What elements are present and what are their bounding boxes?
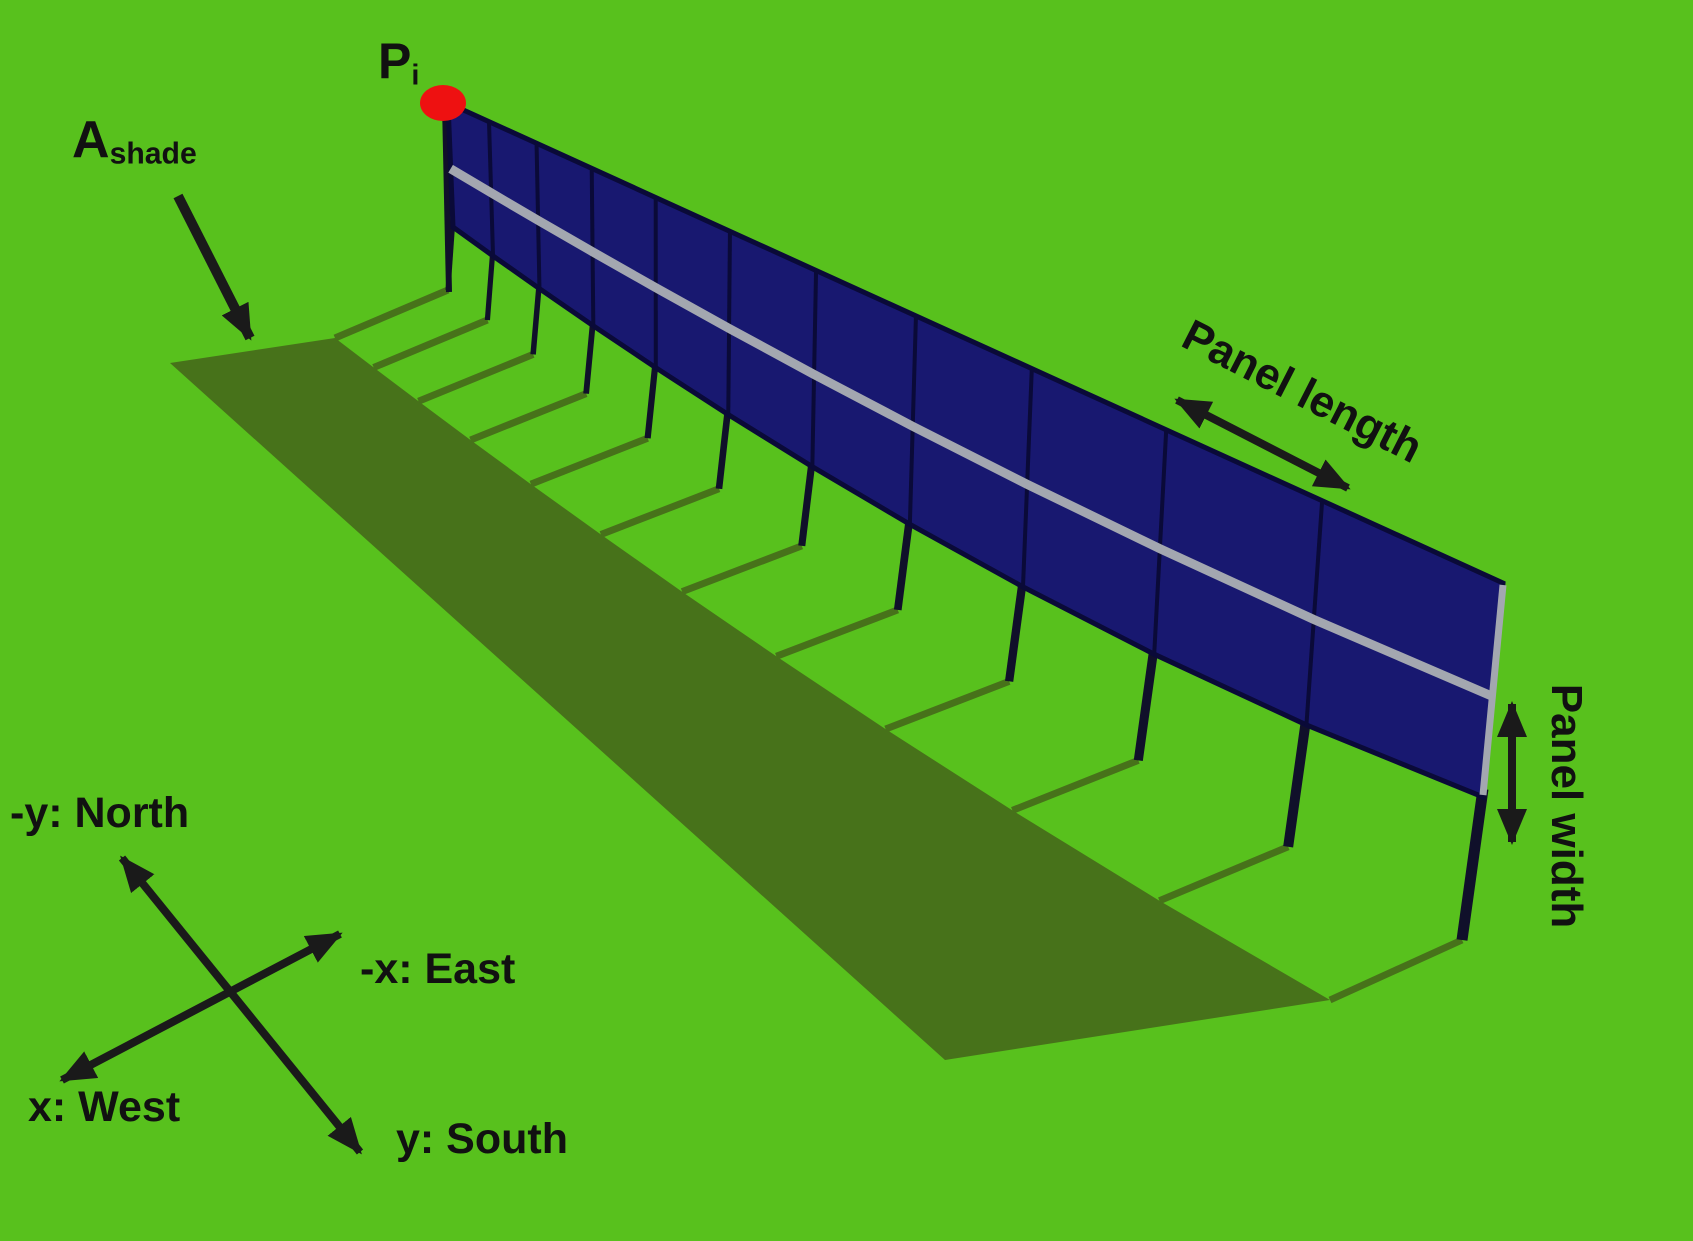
support-post: [798, 458, 816, 547]
panel-divider: [907, 315, 918, 525]
shade-pointer-arrow: [173, 193, 255, 341]
panel-length-arrow: [1174, 396, 1351, 492]
post-shadow: [372, 316, 489, 371]
label-point-pi: Pi: [378, 36, 419, 90]
panel-mid-rail: [448, 164, 1495, 701]
support-post: [1133, 645, 1159, 761]
label-axis-north: -y: North: [10, 789, 190, 837]
support-post: [893, 515, 914, 611]
label-area-shade: Ashade: [72, 114, 197, 170]
post-shadow: [884, 678, 1011, 733]
area-shade-subscript: shade: [109, 137, 197, 171]
post-shadow: [599, 485, 721, 538]
label-axis-west: x: West: [28, 1083, 181, 1131]
point-pi-symbol: P: [378, 33, 412, 89]
panel-divider: [1152, 429, 1169, 655]
panel-array-shadow: [170, 338, 1330, 1060]
panel-divider: [1020, 368, 1034, 587]
point-pi-subscript: i: [411, 59, 420, 92]
post-shadow: [775, 606, 900, 660]
support-post-end: [442, 103, 452, 293]
post-shadow: [333, 286, 450, 342]
support-post: [583, 317, 597, 394]
area-shade-symbol: A: [72, 111, 110, 169]
post-shadow: [529, 434, 649, 488]
support-post: [715, 406, 732, 490]
panel-divider: [726, 231, 732, 415]
label-panel-width: Panel width: [1542, 683, 1591, 929]
post-shadow: [680, 542, 804, 595]
panel-divider: [810, 270, 819, 467]
support-post: [1283, 716, 1312, 848]
label-axis-south: y: South: [396, 1115, 568, 1163]
label-axis-east: -x: East: [360, 945, 516, 993]
panel-divider: [1304, 500, 1325, 725]
support-post: [484, 247, 496, 321]
support-post: [530, 280, 543, 355]
support-post: [1005, 578, 1028, 682]
post-shadow: [1011, 757, 1140, 814]
post-shadow: [417, 351, 535, 405]
support-post: [644, 359, 659, 439]
point-pi-marker: [420, 85, 466, 121]
post-shadow: [1158, 843, 1290, 904]
post-shadow: [469, 390, 588, 444]
post-shadow: [1328, 936, 1464, 1004]
panel-right-trim: [1479, 584, 1507, 796]
support-post: [1456, 788, 1489, 941]
west-east-axis-arrow: [59, 930, 343, 1084]
